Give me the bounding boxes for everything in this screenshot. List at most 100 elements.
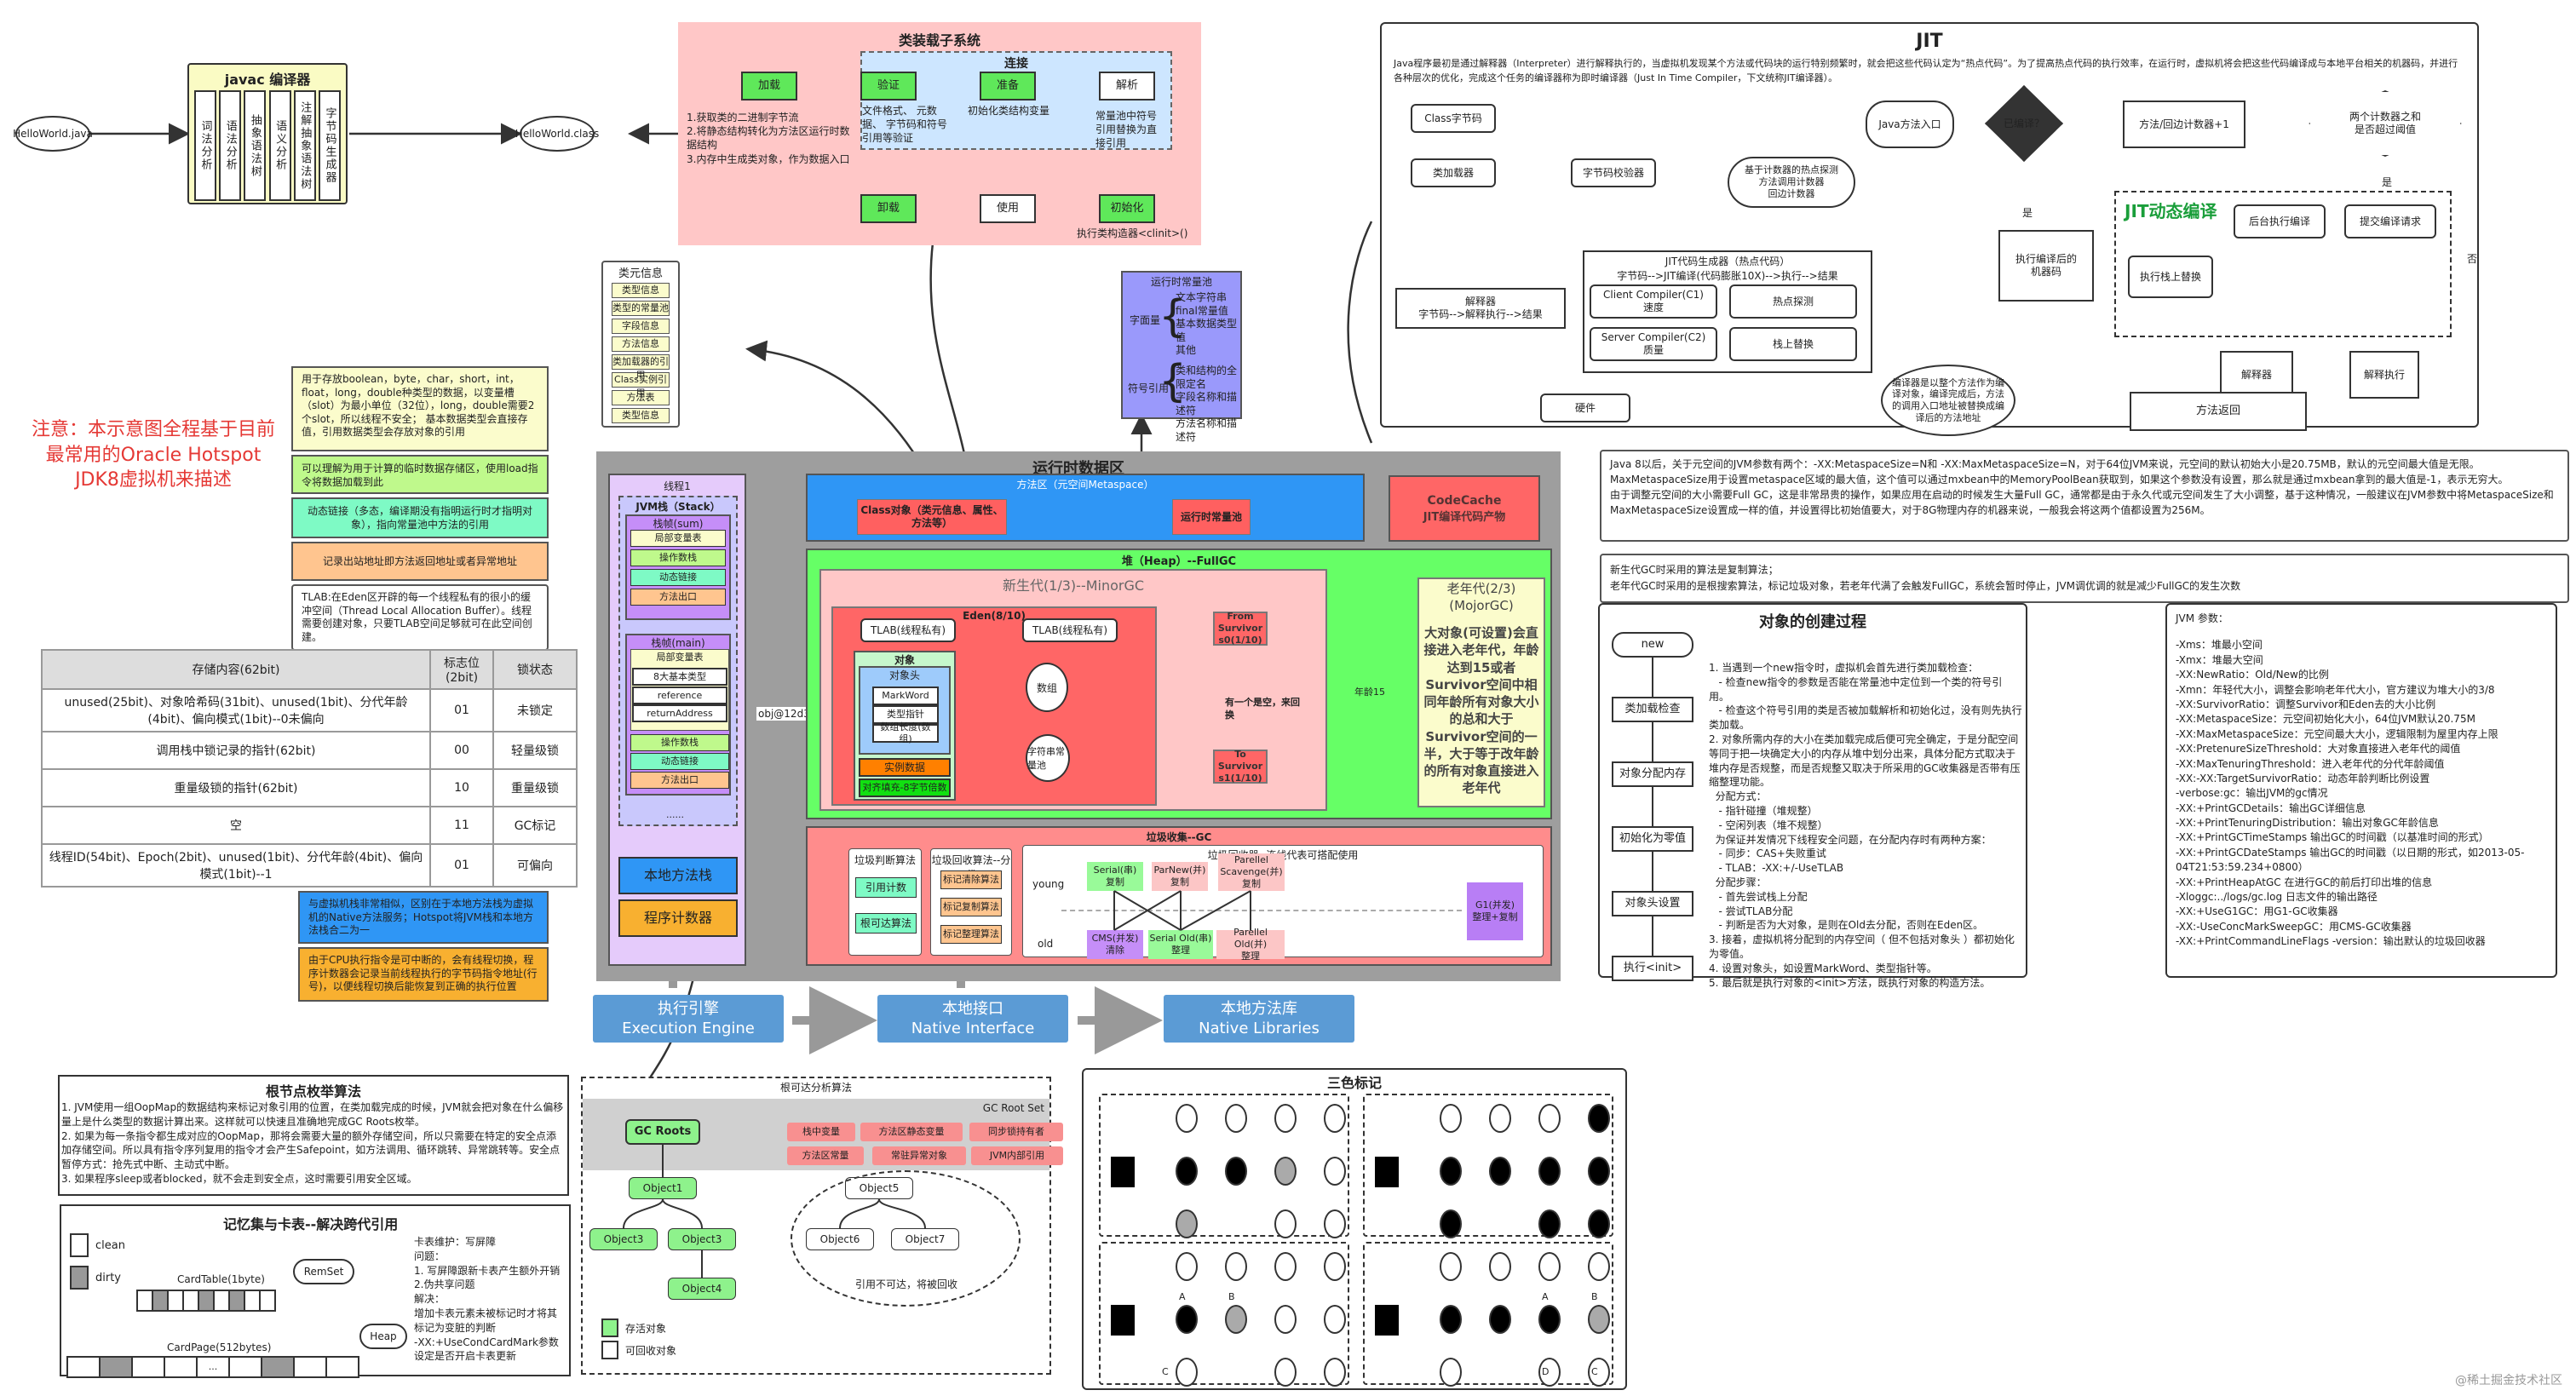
white-node	[1176, 1358, 1198, 1387]
white-node	[1274, 1104, 1297, 1133]
markword-cell: 重量级锁的指针(62bit)	[41, 768, 431, 807]
live-object-node: Object4	[668, 1278, 736, 1300]
gc-divider	[1061, 910, 1462, 911]
engine-name-cn: 本地接口	[942, 999, 1003, 1018]
legend-live-swatch	[601, 1318, 618, 1337]
jit-c2-compiler: Server Compiler(C2) 质量	[1590, 327, 1717, 361]
note-local-vars: 用于存放boolean，byte，char，short，int，float，lo…	[291, 366, 549, 451]
obj-ref-label: obj@12d34	[756, 707, 819, 721]
white-node	[1324, 1157, 1346, 1186]
note-pc: 由于CPU执行指令是可中断的，会有线程切换，程序计数器会记录当前线程执行的字节码…	[298, 947, 549, 1002]
note-method-exit: 记录出站地址即方法返回地址或者异常地址	[291, 542, 549, 581]
black-node	[1225, 1157, 1247, 1186]
object-creation-desc: 1. 当遇到一个new指令时，虚拟机会首先进行类加载检查： - 检查new指令的…	[1709, 662, 2022, 989]
alignment-padding: 对齐填充-8字节倍数	[859, 778, 951, 797]
black-node	[1588, 1209, 1610, 1238]
root-square	[1111, 1305, 1135, 1336]
gc-algo-mark-compact: 标记整理算法	[940, 925, 1002, 944]
jvm-param-item: -XX:+PrintTenuringDistribution：输出对象GC年龄信…	[2176, 817, 2439, 830]
card-table-label: CardTable(1byte)	[177, 1273, 265, 1285]
engine-name-en: Native Libraries	[1199, 1020, 1320, 1037]
markword-cell: 调用栈中锁记录的指针(62bit)	[41, 731, 431, 770]
symbol-list: 类和结构的全限定名字段名称和描述符方法名称和描述符	[1176, 365, 1240, 445]
jvm-param-item: -XX:PretenureSizeThreshold：大对象直接进入老年代的阈值	[2176, 743, 2461, 755]
old-gen-desc: 大对象(可设置)会直接进入老年代，年龄达到15或者Survivor空间中相同年龄…	[1423, 625, 1539, 796]
note-tlab: TLAB:在Eden区开辟的每一个线程私有的很小的缓冲空间（Thread Loc…	[291, 584, 549, 651]
jit-bg-compile: 后台执行编译	[2234, 204, 2326, 238]
remset-cloud: RemSet	[293, 1259, 354, 1284]
creation-arrow	[1652, 787, 1653, 826]
literal-brace: {	[1159, 291, 1187, 342]
creation-step: 初始化为零值	[1612, 826, 1693, 852]
page-clean	[131, 1356, 165, 1378]
node-label: B	[1591, 1291, 1598, 1302]
collector-parallel-scavenge: Parellel Scavenge(并) 复制	[1218, 853, 1285, 891]
javac-stage: 注解抽象语法树	[293, 90, 316, 201]
white-node	[1588, 1252, 1610, 1281]
creation-arrow	[1652, 658, 1653, 697]
markword-cell: 空	[41, 806, 431, 845]
jit-hotspot-cloud: 基于计数器的热点探测 方法调用计数器 回边计数器	[1728, 157, 1855, 208]
white-node	[1225, 1104, 1247, 1133]
step-init: 初始化	[1099, 194, 1155, 223]
gray-node	[1588, 1305, 1610, 1334]
array-node: 数组	[1026, 663, 1068, 712]
jvm-param-item: -Xmx：堆最大空间	[2176, 653, 2263, 666]
jit-osr-exec: 执行栈上替换	[2128, 256, 2213, 298]
gc-roots-node: GC Roots	[625, 1119, 700, 1145]
jit-method-entry: Java方法入口	[1866, 101, 1954, 148]
main-method-exit: 方法出口	[630, 772, 729, 789]
jvm-params-panel: JVM 参数： -Xms：堆最小空间-Xmx：堆最大空间-XX:NewRatio…	[2165, 603, 2557, 978]
white-node	[1489, 1104, 1511, 1133]
tricolor-quadrant	[1099, 1094, 1349, 1237]
black-node	[1538, 1305, 1561, 1334]
card-dirty	[198, 1290, 215, 1312]
legend-clean-swatch	[70, 1233, 89, 1257]
gc-root-set-label: GC Root Set	[982, 1102, 1044, 1114]
to-survivor: To Survivor s1(1/10)	[1213, 749, 1268, 784]
object-header-title: 对象头	[888, 669, 920, 681]
tricolor-quadrant	[1099, 1242, 1349, 1385]
gray-node	[1225, 1305, 1247, 1334]
card-clean	[182, 1290, 199, 1312]
root-enum-desc: 1. JVM使用一组OopMap的数据结构来标记对象引用的位置，在类加载完成的时…	[61, 1101, 564, 1185]
black-node	[1588, 1157, 1610, 1186]
engine-box: 本地方法库 Native Libraries	[1164, 995, 1354, 1043]
slot-reference: reference	[632, 687, 727, 704]
card-clean	[136, 1290, 153, 1312]
codecache-title: CodeCache	[1427, 493, 1502, 508]
prepare-desc: 初始化类结构变量	[968, 105, 1050, 117]
class-meta-item: 类型的常量池	[612, 301, 670, 316]
class-meta-item: 字段信息	[612, 319, 670, 334]
step-unload: 卸载	[860, 194, 917, 223]
markword-slot: MarkWord	[872, 687, 939, 705]
sum-local-vars: 局部变量表	[630, 530, 726, 547]
markword-header-row: 存储内容(62bit) 标志位(2bit) 锁状态	[41, 649, 578, 690]
markword-cell: 11	[429, 806, 494, 845]
markword-cell: GC标记	[492, 806, 578, 845]
heap-title: 堆（Heap）--FullGC	[1121, 555, 1237, 568]
white-node	[1274, 1305, 1297, 1334]
engine-name-cn: 本地方法库	[1221, 999, 1297, 1018]
card-table-desc: 卡表维护：写屏障 问题： 1. 写屏障跟新卡表产生额外开销 2.伪共享问题 解决…	[414, 1236, 561, 1363]
legend-clean-label: clean	[95, 1239, 125, 1252]
creation-step: 类加载检查	[1612, 697, 1693, 722]
creation-step: 对象头设置	[1612, 891, 1693, 916]
survivor-swap-note: 有一个是空，来回换	[1225, 697, 1302, 722]
creation-step: 对象分配内存	[1612, 761, 1693, 787]
jvm-param-item: -XX:+PrintCommandLineFlags -version：输出默认…	[2176, 935, 2486, 948]
card-table-row	[136, 1290, 276, 1312]
gc-title: 垃圾收集--GC	[1146, 831, 1212, 843]
class-meta-item: Class实例引用	[612, 372, 670, 399]
legend-dirty-label: dirty	[95, 1272, 121, 1284]
heap-cloud: Heap	[359, 1324, 407, 1349]
literal-item: 其他	[1176, 344, 1197, 357]
collector-serial: Serial(串) 复制	[1087, 862, 1143, 891]
link-phase-box: 连接	[860, 51, 1172, 150]
creation-arrow	[1652, 722, 1653, 761]
page-clean	[66, 1356, 101, 1378]
